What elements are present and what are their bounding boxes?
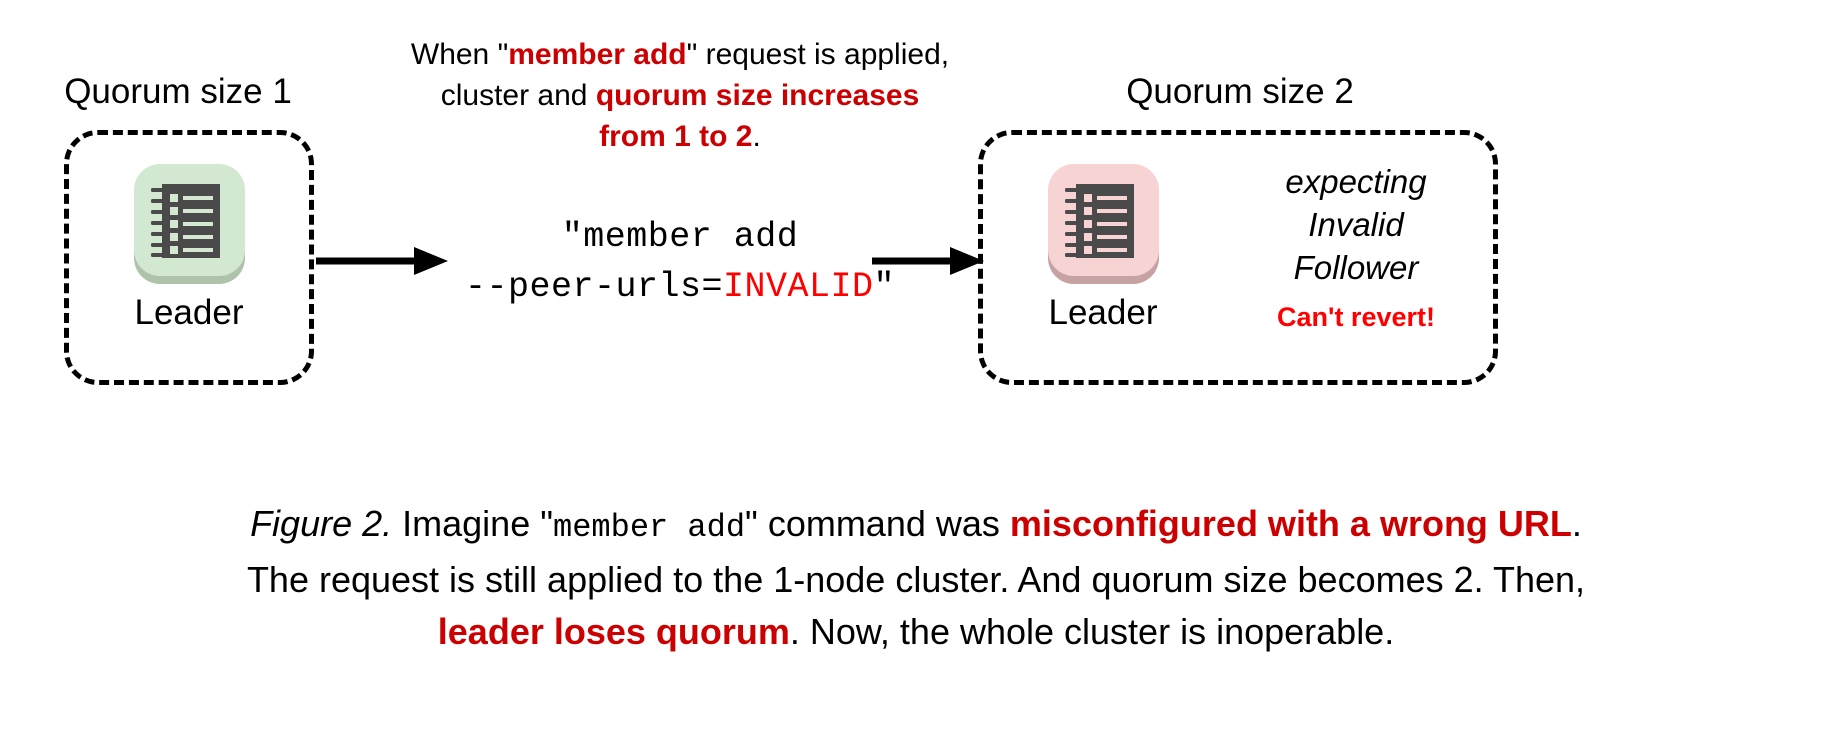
command-line-2: --peer-urls=INVALID" — [440, 262, 920, 312]
top-annotation-text: When "member add" request is applied, cl… — [380, 34, 980, 157]
command-line-1: "member add — [561, 217, 799, 257]
arrow-request-out — [316, 244, 448, 278]
left-node-caption: Leader — [134, 293, 244, 332]
right-cluster-box — [978, 130, 1498, 385]
command-invalid-value: INVALID — [723, 267, 874, 307]
server-ledger-icon — [133, 164, 245, 276]
left-cluster-box — [64, 130, 314, 385]
command-text: "member add --peer-urls=INVALID" — [440, 212, 920, 312]
right-leader-node: Leader — [1028, 158, 1178, 334]
annotation-text-applied: " request is applied, — [686, 38, 950, 71]
right-node-caption: Leader — [1048, 293, 1158, 332]
caption-text-period: . — [1571, 503, 1582, 544]
top-annotation-line-3: from 1 to 2. — [380, 116, 980, 157]
status-line-follower: Follower — [1293, 249, 1419, 286]
status-warning-cant-revert: Can't revert! — [1277, 302, 1435, 332]
server-ledger-icon — [1047, 164, 1159, 276]
command-flag: --peer-urls= — [464, 267, 723, 307]
caption-text-imagine: Imagine " — [392, 503, 553, 544]
left-leader-node: Leader — [114, 158, 264, 334]
annotation-text-cluster-and: cluster and — [440, 79, 596, 112]
left-cluster-label: Quorum size 1 — [64, 72, 292, 111]
annotation-member-add: member add — [508, 38, 687, 71]
caption-text-request-applied: The request is still applied to the 1-no… — [246, 559, 1586, 600]
annotation-quorum-increases: quorum size increases — [595, 79, 920, 112]
caption-bold-leader-loses-quorum: leader loses quorum — [437, 611, 790, 652]
figure-caption: Figure 2. Imagine "member add" command w… — [40, 498, 1792, 658]
right-node-icon-wrap — [1041, 158, 1166, 288]
figure-caption-line-3: leader loses quorum. Now, the whole clus… — [40, 606, 1792, 658]
status-line-invalid: Invalid — [1308, 206, 1404, 243]
figure-caption-line-2: The request is still applied to the 1-no… — [40, 554, 1792, 606]
right-cluster-label: Quorum size 2 — [1126, 72, 1354, 111]
right-cluster-status: expecting Invalid Follower Can't revert! — [1222, 160, 1490, 333]
status-line-expecting: expecting — [1285, 163, 1427, 200]
left-node-icon-wrap — [127, 158, 252, 288]
caption-mono-member-add: member add — [553, 509, 746, 546]
figure-caption-line-1: Figure 2. Imagine "member add" command w… — [40, 498, 1792, 554]
caption-bold-misconfigured: misconfigured with a wrong URL — [1009, 503, 1572, 544]
arrow-request-in — [872, 244, 984, 278]
figure-label: Figure 2. — [250, 503, 393, 544]
annotation-from-1-to-2: from 1 to 2 — [599, 120, 753, 153]
top-annotation-line-1: When "member add" request is applied, — [380, 34, 980, 75]
caption-text-inoperable: . Now, the whole cluster is inoperable. — [789, 611, 1395, 652]
annotation-period: . — [752, 120, 761, 153]
top-annotation-line-2: cluster and quorum size increases — [380, 75, 980, 116]
annotation-text-when: When " — [410, 38, 509, 71]
command-closing-quote: " — [873, 267, 896, 307]
caption-text-command-was: " command was — [745, 503, 1010, 544]
